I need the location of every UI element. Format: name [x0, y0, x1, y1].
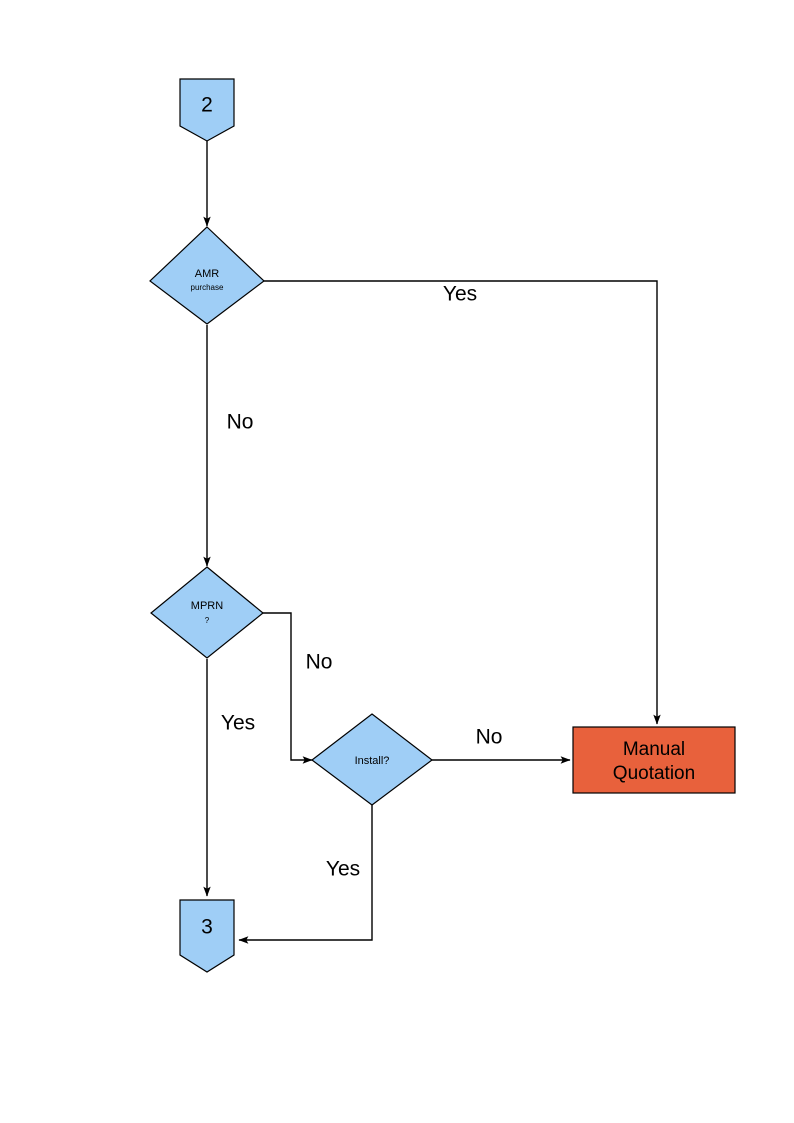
node-connector-3[interactable]: 3: [179, 899, 235, 973]
decision-amr-shape: [149, 226, 265, 325]
node-decision-mprn[interactable]: MPRN ?: [150, 566, 264, 659]
manual-quotation-label-line2: Quotation: [613, 763, 695, 784]
manual-quotation-shape: [572, 726, 736, 794]
decision-amr-label-line1: AMR: [195, 268, 220, 280]
connector-3-label: 3: [201, 916, 213, 939]
connector-2-label: 2: [201, 94, 213, 117]
edge-label-amr-yes: Yes: [443, 283, 477, 306]
node-decision-install[interactable]: Install?: [311, 713, 433, 806]
decision-amr-label-line2: purchase: [191, 283, 224, 292]
node-decision-amr[interactable]: AMR purchase: [149, 226, 265, 325]
manual-quotation-label-line1: Manual: [623, 739, 685, 760]
edge-amr-yes: [264, 280, 661, 725]
edge-label-install-no: No: [476, 726, 503, 749]
node-connector-2[interactable]: 2: [179, 78, 235, 142]
decision-install-label: Install?: [355, 755, 390, 767]
connector-2-shape: [179, 78, 235, 142]
decision-mprn-label-line1: MPRN: [191, 600, 223, 612]
edge-label-install-yes: Yes: [326, 858, 360, 881]
decision-mprn-shape: [150, 566, 264, 659]
edge-install-yes: [238, 805, 373, 944]
decision-install-shape: [311, 713, 433, 806]
edge-label-mprn-no: No: [306, 651, 333, 674]
node-process-manual-quotation[interactable]: Manual Quotation: [572, 726, 736, 794]
edge-mprn-no: [263, 612, 313, 764]
edge-label-mprn-yes: Yes: [221, 712, 255, 735]
connector-3-shape: [179, 899, 235, 973]
decision-mprn-label-line2: ?: [205, 616, 210, 625]
edge-label-amr-no: No: [227, 411, 254, 434]
